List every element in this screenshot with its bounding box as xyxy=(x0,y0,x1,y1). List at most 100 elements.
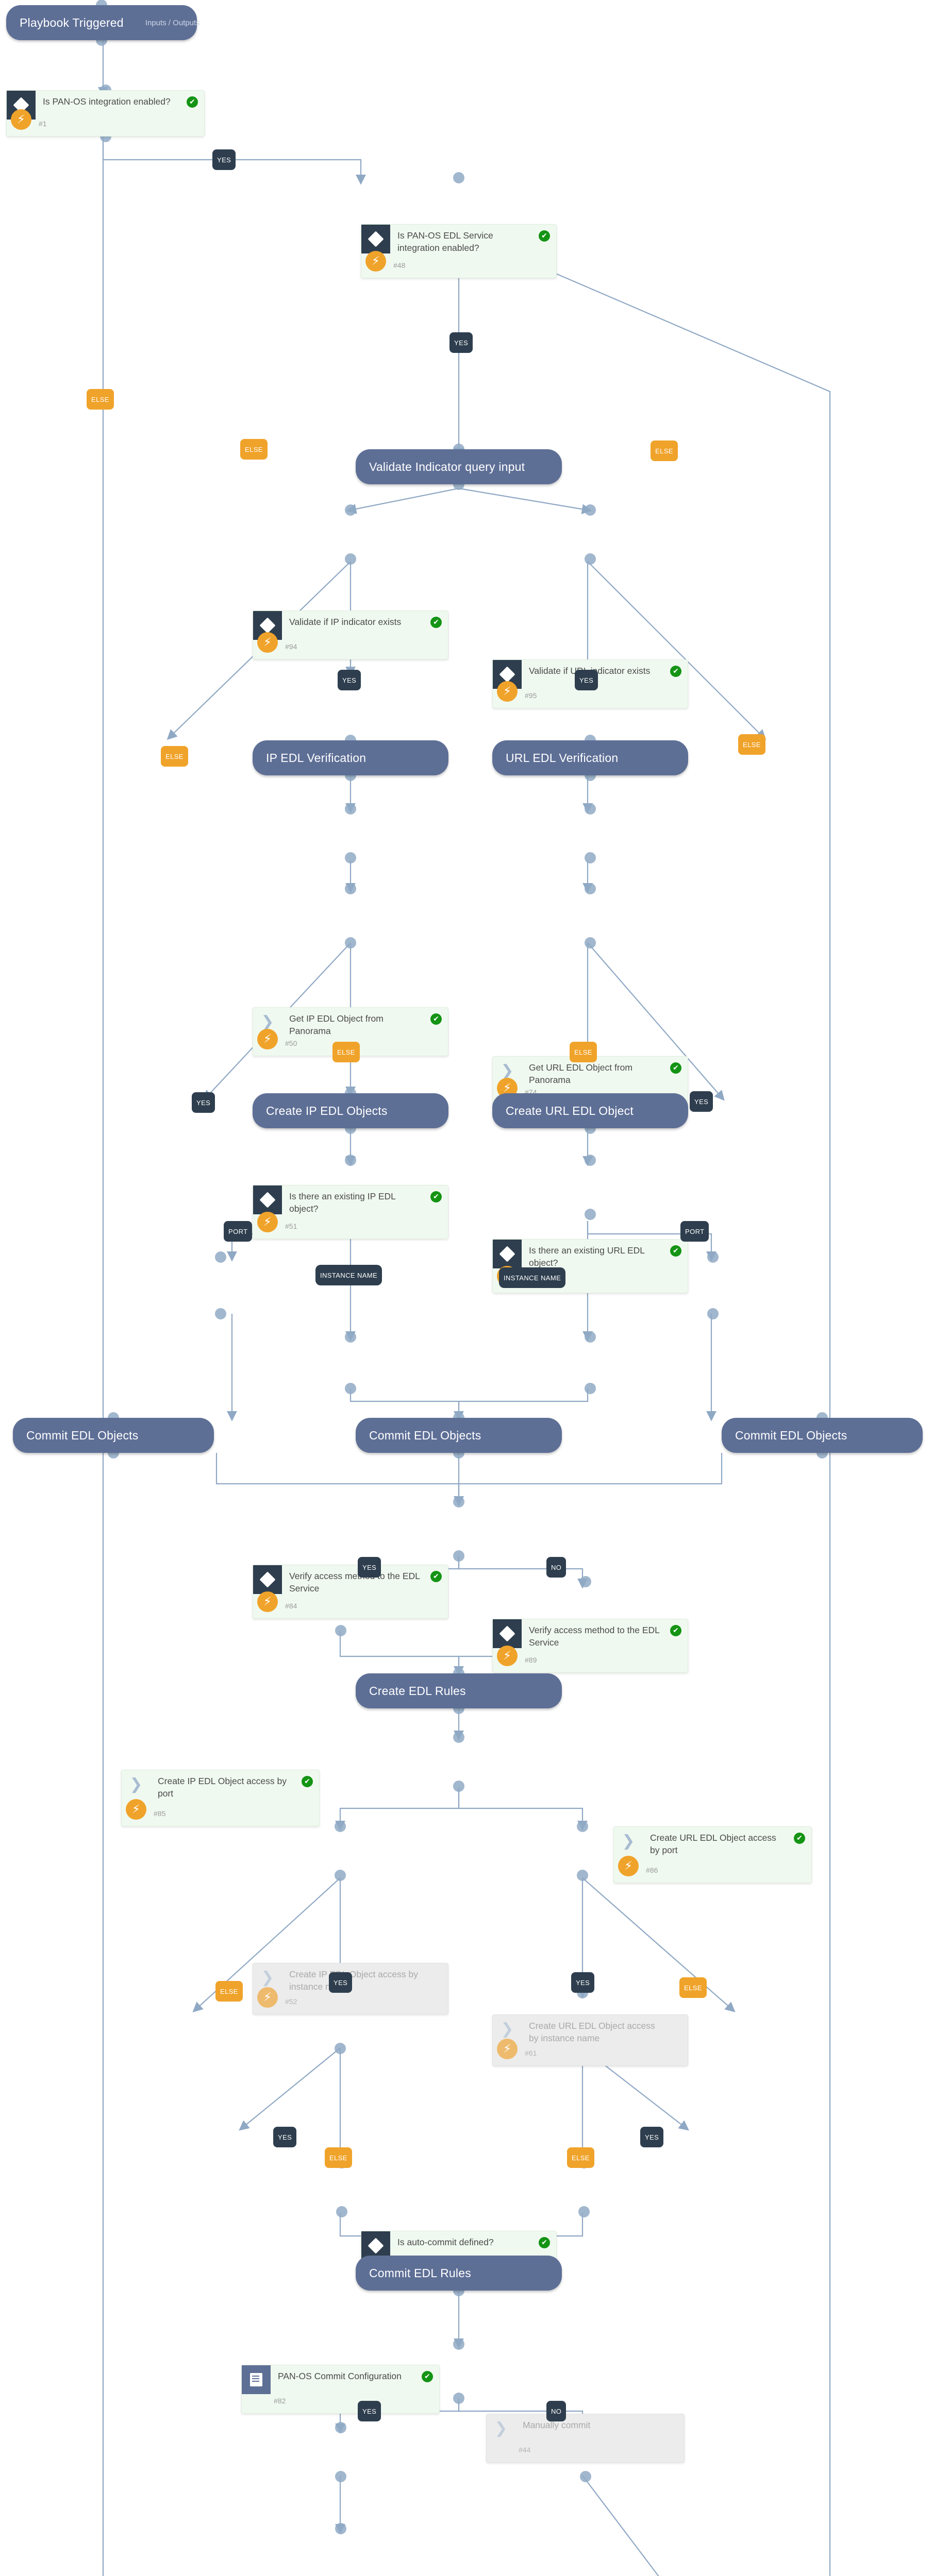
node-connector-knob xyxy=(345,883,356,894)
check-circle-icon: ✔ xyxy=(670,666,681,677)
edge-label-port: PORT xyxy=(680,1221,709,1242)
edge-label-port: PORT xyxy=(224,1221,253,1242)
check-circle-icon: ✔ xyxy=(794,1833,805,1844)
node-connector-knob xyxy=(345,1331,356,1343)
section-ip-edl-verification[interactable]: IP EDL Verification xyxy=(253,740,448,775)
task-number: #48 xyxy=(393,261,406,269)
task-title: Create URL EDL Object access by instance… xyxy=(529,2021,655,2043)
task-card-validate-if-ip-indicator-exists[interactable]: Validate if IP indicator exists ✔ ⚡ #94 xyxy=(253,611,448,659)
task-number: #85 xyxy=(154,1809,166,1818)
edge-label-yes: YES xyxy=(338,670,361,690)
automation-bolt-icon: ⚡ xyxy=(618,1856,639,1876)
check-circle-icon: ✔ xyxy=(539,2237,550,2248)
task-number: #89 xyxy=(525,1656,537,1664)
section-label: IP EDL Verification xyxy=(266,751,366,765)
task-card-manually-commit-objects[interactable]: ❯ Manually commit #44 xyxy=(486,2414,685,2463)
node-connector-knob xyxy=(585,883,596,894)
chevron-right-icon: ❯ xyxy=(494,2419,508,2437)
node-connector-knob xyxy=(585,803,596,815)
node-connector-knob xyxy=(335,2523,346,2534)
task-title: Create IP EDL Object access by port xyxy=(158,1776,287,1799)
check-circle-icon: ✔ xyxy=(302,1776,313,1787)
edge-label-else: ELSE xyxy=(570,1042,597,1062)
edge-label-yes: YES xyxy=(571,1972,595,1993)
automation-bolt-icon: ⚡ xyxy=(257,632,278,653)
section-commit-edl-objects-mid[interactable]: Commit EDL Objects xyxy=(356,1418,562,1453)
node-connector-knob xyxy=(345,852,356,863)
automation-bolt-icon: ⚡ xyxy=(126,1799,146,1820)
automation-bolt-icon: ⚡ xyxy=(497,1646,518,1666)
chevron-right-icon: ❯ xyxy=(501,2020,514,2038)
task-title: Verify access method to the EDL Service xyxy=(289,1571,420,1594)
task-number: #84 xyxy=(285,1602,297,1610)
automation-bolt-icon: ⚡ xyxy=(257,1029,278,1049)
task-card-create-url-edl-object-access-by-port[interactable]: ❯ Create URL EDL Object access by port ✔… xyxy=(613,1826,812,1883)
task-title: Create URL EDL Object access by port xyxy=(650,1833,776,1855)
task-card-verify-access-method-url[interactable]: Verify access method to the EDL Service … xyxy=(492,1619,688,1673)
task-title: Is there an existing URL EDL object? xyxy=(529,1245,645,1268)
section-label: Commit EDL Objects xyxy=(26,1428,139,1442)
diamond-icon xyxy=(253,1565,282,1594)
node-connector-knob xyxy=(707,1308,719,1319)
node-connector-knob xyxy=(345,1155,356,1166)
edge-label-yes: YES xyxy=(640,2127,664,2147)
section-url-edl-verification[interactable]: URL EDL Verification xyxy=(492,740,688,775)
task-card-verify-access-method-ip[interactable]: Verify access method to the EDL Service … xyxy=(253,1565,448,1619)
node-connector-knob xyxy=(345,504,356,516)
diamond-icon xyxy=(361,225,390,253)
node-connector-knob xyxy=(585,1209,596,1220)
section-validate-indicator-query-input[interactable]: Validate Indicator query input xyxy=(356,449,562,484)
task-card-panos-commit-configuration-objects[interactable]: PAN-OS Commit Configuration ✔ #82 xyxy=(241,2365,440,2414)
section-commit-edl-objects-right[interactable]: Commit EDL Objects xyxy=(722,1418,923,1453)
edge-label-else: ELSE xyxy=(240,439,268,460)
node-connector-knob xyxy=(453,1550,464,1562)
node-connector-knob xyxy=(579,1576,591,1587)
task-card-is-there-existing-ip-edl-object[interactable]: Is there an existing IP EDL object? ✔ ⚡ … xyxy=(253,1185,448,1239)
task-number: #50 xyxy=(285,1039,297,1047)
node-connector-knob xyxy=(345,937,356,948)
section-create-url-edl-object[interactable]: Create URL EDL Object xyxy=(492,1093,688,1128)
task-card-create-ip-edl-object-access-by-port[interactable]: ❯ Create IP EDL Object access by port ✔ … xyxy=(121,1770,320,1826)
edge-label-yes: YES xyxy=(212,149,236,170)
playbook-inputs-outputs-link[interactable]: Inputs / Outputs xyxy=(145,18,200,27)
task-title: Verify access method to the EDL Service xyxy=(529,1625,660,1648)
section-commit-edl-rules[interactable]: Commit EDL Rules xyxy=(356,2256,562,2291)
edge-label-yes: YES xyxy=(449,332,473,353)
task-card-is-panos-integration-enabled[interactable]: Is PAN-OS integration enabled? ✔ ⚡ #1 xyxy=(6,90,205,137)
section-create-ip-edl-objects[interactable]: Create IP EDL Objects xyxy=(253,1093,448,1128)
node-connector-knob xyxy=(345,1383,356,1394)
task-title: PAN-OS Commit Configuration xyxy=(278,2371,402,2381)
section-create-edl-rules[interactable]: Create EDL Rules xyxy=(356,1673,562,1708)
node-connector-knob xyxy=(345,803,356,815)
task-number: #1 xyxy=(39,120,47,128)
check-circle-icon: ✔ xyxy=(430,617,442,628)
node-connector-knob xyxy=(453,2393,464,2404)
automation-bolt-icon: ⚡ xyxy=(257,1591,278,1612)
task-number: #51 xyxy=(285,1222,297,1230)
node-connector-knob xyxy=(578,2206,590,2217)
edge-label-else: ELSE xyxy=(87,389,114,410)
node-connector-knob xyxy=(335,2471,346,2482)
node-connector-knob xyxy=(579,2471,591,2482)
diamond-icon xyxy=(493,1240,522,1268)
node-connector-knob xyxy=(335,1821,346,1832)
diamond-icon xyxy=(493,1619,522,1648)
node-connector-knob xyxy=(585,1383,596,1394)
section-label: Create EDL Rules xyxy=(369,1684,466,1698)
edge-label-else: ELSE xyxy=(738,734,765,755)
chevron-right-icon: ❯ xyxy=(129,1775,143,1793)
task-card-create-url-edl-object-access-by-instance-name[interactable]: ❯ Create URL EDL Object access by instan… xyxy=(492,2014,688,2066)
section-commit-edl-objects-left[interactable]: Commit EDL Objects xyxy=(13,1418,214,1453)
edge-label-no: NO xyxy=(546,2401,567,2421)
edge-label-yes: YES xyxy=(329,1972,353,1993)
check-circle-icon: ✔ xyxy=(430,1013,442,1025)
task-title: Get IP EDL Object from Panorama xyxy=(289,1013,384,1036)
edge-label-else: ELSE xyxy=(161,746,188,767)
node-connector-knob xyxy=(585,1155,596,1166)
section-label: Create URL EDL Object xyxy=(506,1104,634,1117)
check-circle-icon: ✔ xyxy=(430,1191,442,1202)
playbook-triggered-node[interactable]: Playbook Triggered Inputs / Outputs xyxy=(6,5,200,40)
task-card-is-panos-edl-service-enabled[interactable]: Is PAN-OS EDL Service integration enable… xyxy=(361,224,557,278)
